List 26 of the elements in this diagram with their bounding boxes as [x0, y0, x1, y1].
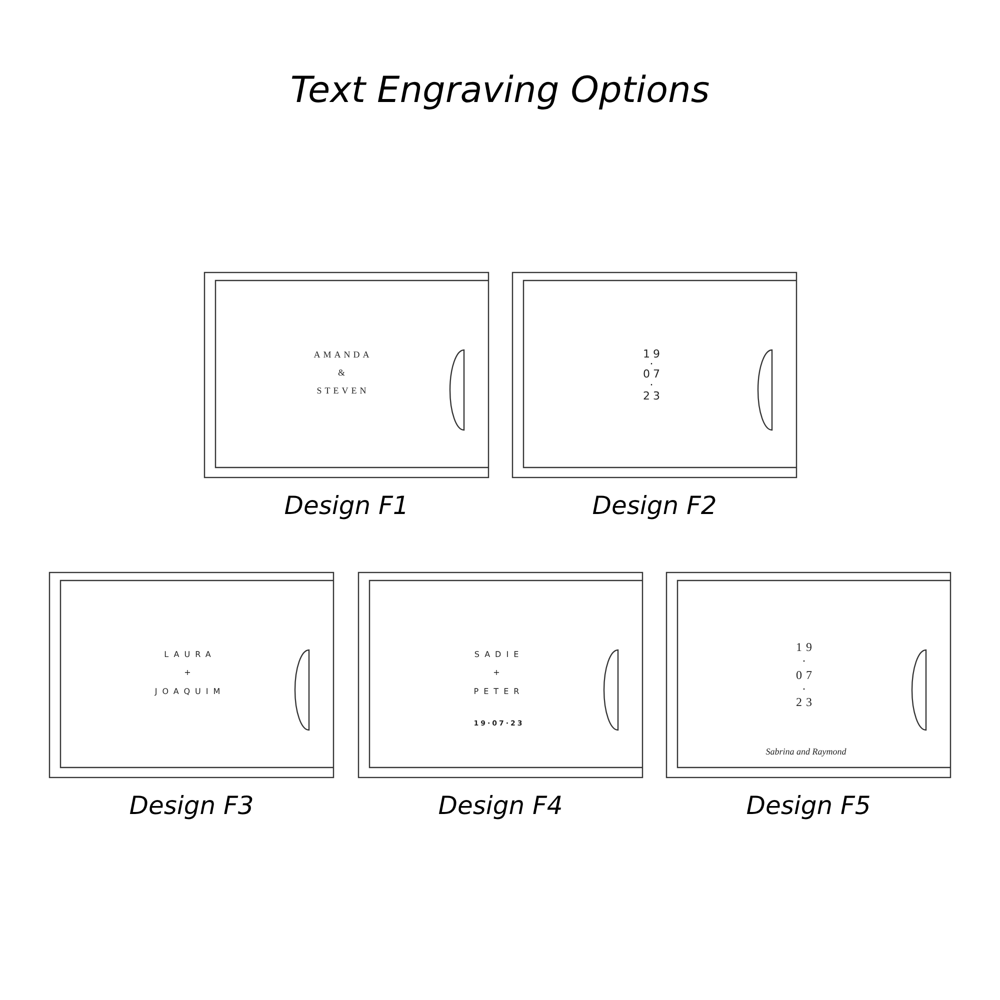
engraving-text: & [338, 368, 348, 378]
engraving-text: · [650, 358, 656, 370]
engraving-text: 19 [796, 641, 816, 653]
engraving-text: + [184, 669, 196, 677]
engraving-text: 23 [796, 696, 816, 708]
engraving-text: PETER [474, 688, 524, 696]
engraving-text: JOAQUIM [154, 688, 226, 696]
engraving-text: · [650, 380, 656, 390]
engraving-text: 23 [643, 390, 663, 402]
engraving-text: + [493, 669, 505, 677]
engraving-text: 19 [643, 348, 663, 360]
engraving-text: · [802, 683, 810, 695]
engraving-text: 07 [643, 368, 663, 380]
script-text: Sabrina and Raymond [766, 748, 846, 756]
engraving-text: LAURA [164, 651, 216, 659]
engraving-text: SADIE [474, 651, 524, 659]
engraving-text: 07 [796, 669, 816, 681]
engraving-text: · [802, 655, 810, 667]
design-caption: Design F3 [128, 791, 255, 820]
design-caption: Design F2 [591, 491, 718, 520]
engraving-text: AMANDA [314, 350, 372, 360]
engraving-text: STEVEN [316, 386, 370, 396]
title: Text Engraving Options [289, 70, 711, 111]
design-caption: Design F5 [745, 791, 872, 820]
design-caption: Design F4 [437, 791, 564, 820]
design-caption: Design F1 [283, 491, 410, 520]
